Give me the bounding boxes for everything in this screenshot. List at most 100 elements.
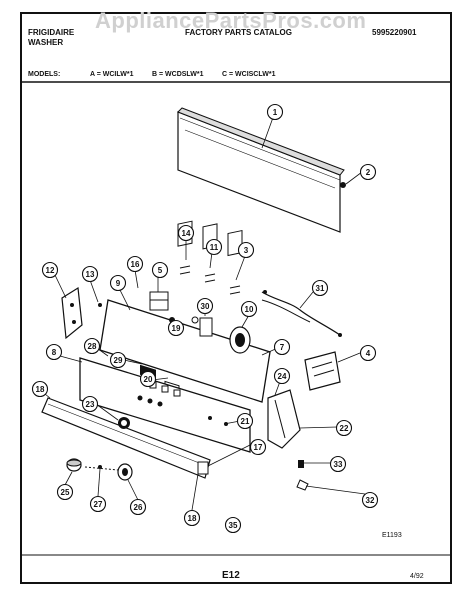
callout-21-label: 21 [241,417,250,426]
callout-29-circle [109,351,127,369]
callout-22-circle [335,419,353,437]
callout-2-circle [359,163,377,181]
callout-22: 22 [335,419,353,437]
catalog-part-number: 5995220901 [372,28,417,37]
callout-23: 23 [81,395,99,413]
fastener-parts [296,460,309,491]
callout-26-circle [129,498,147,516]
callout-21: 21 [236,412,254,430]
screw-part [340,182,346,188]
callout-1-label: 1 [273,108,278,117]
callout-25-label: 25 [61,488,70,497]
callout-3: 3 [237,241,255,259]
model-c: C = WCISCLW*1 [222,71,276,78]
callout-8-circle [45,343,63,361]
callout-9: 9 [109,274,127,292]
wire-harness-part [261,290,342,337]
callout-18a: 18 [31,380,49,398]
callout-35-circle [224,516,242,534]
callout-3-label: 3 [244,246,249,255]
callout-21-circle [236,412,254,430]
side-bracket-part [61,286,102,340]
callout-19: 19 [167,319,185,337]
right-bracket-part [267,389,301,449]
end-cap-part [197,461,209,475]
callout-22-label: 22 [340,424,349,433]
brand-line-1: FRIGIDAIRE [28,28,75,37]
callout-17: 17 [249,438,267,456]
callout-4-circle [359,344,377,362]
callout-20-label: 20 [144,375,153,384]
callout-9-circle [109,274,127,292]
model-a: A = WCILW*1 [90,71,134,78]
callout-28-circle [83,337,101,355]
callout-7: 7 [273,338,291,356]
small-bracket-part [149,291,169,311]
callout-12-circle [41,261,59,279]
callout-27-circle [89,495,107,513]
callout-30-label: 30 [201,302,210,311]
callout-23-label: 23 [86,400,95,409]
knob-assembly-parts [66,458,133,481]
callout-31: 31 [311,279,329,297]
page-border [20,12,452,584]
timer-part [229,326,251,354]
rear-panel-part [177,107,345,233]
callout-19-circle [167,319,185,337]
callout-18b-label: 18 [188,514,197,523]
callout-8: 8 [45,343,63,361]
callout-27-label: 27 [94,500,103,509]
drawing-code: E1193 [382,532,402,539]
callout-30-circle [196,297,214,315]
callout-7-label: 7 [280,343,285,352]
callout-28-label: 28 [88,342,97,351]
callout-8-label: 8 [52,348,57,357]
callout-10: 10 [240,300,258,318]
callout-25: 25 [56,483,74,501]
callout-16-label: 16 [131,260,140,269]
callout-33: 33 [329,455,347,473]
callout-18a-label: 18 [36,385,45,394]
callout-31-circle [311,279,329,297]
callout-24-circle [273,367,291,385]
callout-28: 28 [83,337,101,355]
page-number: E12 [222,570,240,581]
callout-12-label: 12 [46,266,55,275]
callout-32-label: 32 [366,496,375,505]
callout-35: 35 [224,516,242,534]
callout-18a-circle [31,380,49,398]
callout-4: 4 [359,344,377,362]
callout-19-label: 19 [172,324,181,333]
model-b: B = WCDSLW*1 [152,71,204,78]
callout-17-circle [249,438,267,456]
callout-16-circle [126,255,144,273]
callout-3-circle [237,241,255,259]
callout-18b: 18 [183,509,201,527]
watermark: AppliancePartsPros.com [95,8,367,33]
callout-32-circle [361,491,379,509]
callout-7-circle [273,338,291,356]
callout-29-label: 29 [114,356,123,365]
callout-35-label: 35 [229,521,238,530]
callout-10-label: 10 [245,305,254,314]
callout-20-circle [139,370,157,388]
callout-17-label: 17 [254,443,263,452]
callout-20: 20 [139,370,157,388]
catalog-title: FACTORY PARTS CATALOG [185,28,292,37]
callout-9-label: 9 [116,279,121,288]
callout-18b-circle [183,509,201,527]
callout-29: 29 [109,351,127,369]
brand-line-2: WASHER [28,38,64,47]
callout-30: 30 [196,297,214,315]
callout-13: 13 [81,265,99,283]
callout-26-label: 26 [134,503,143,512]
callout-13-circle [81,265,99,283]
callout-23-circle [81,395,99,413]
callout-11-circle [205,238,223,256]
callout-5-label: 5 [158,266,163,275]
callout-11-label: 11 [210,243,219,252]
callout-25-circle [56,483,74,501]
